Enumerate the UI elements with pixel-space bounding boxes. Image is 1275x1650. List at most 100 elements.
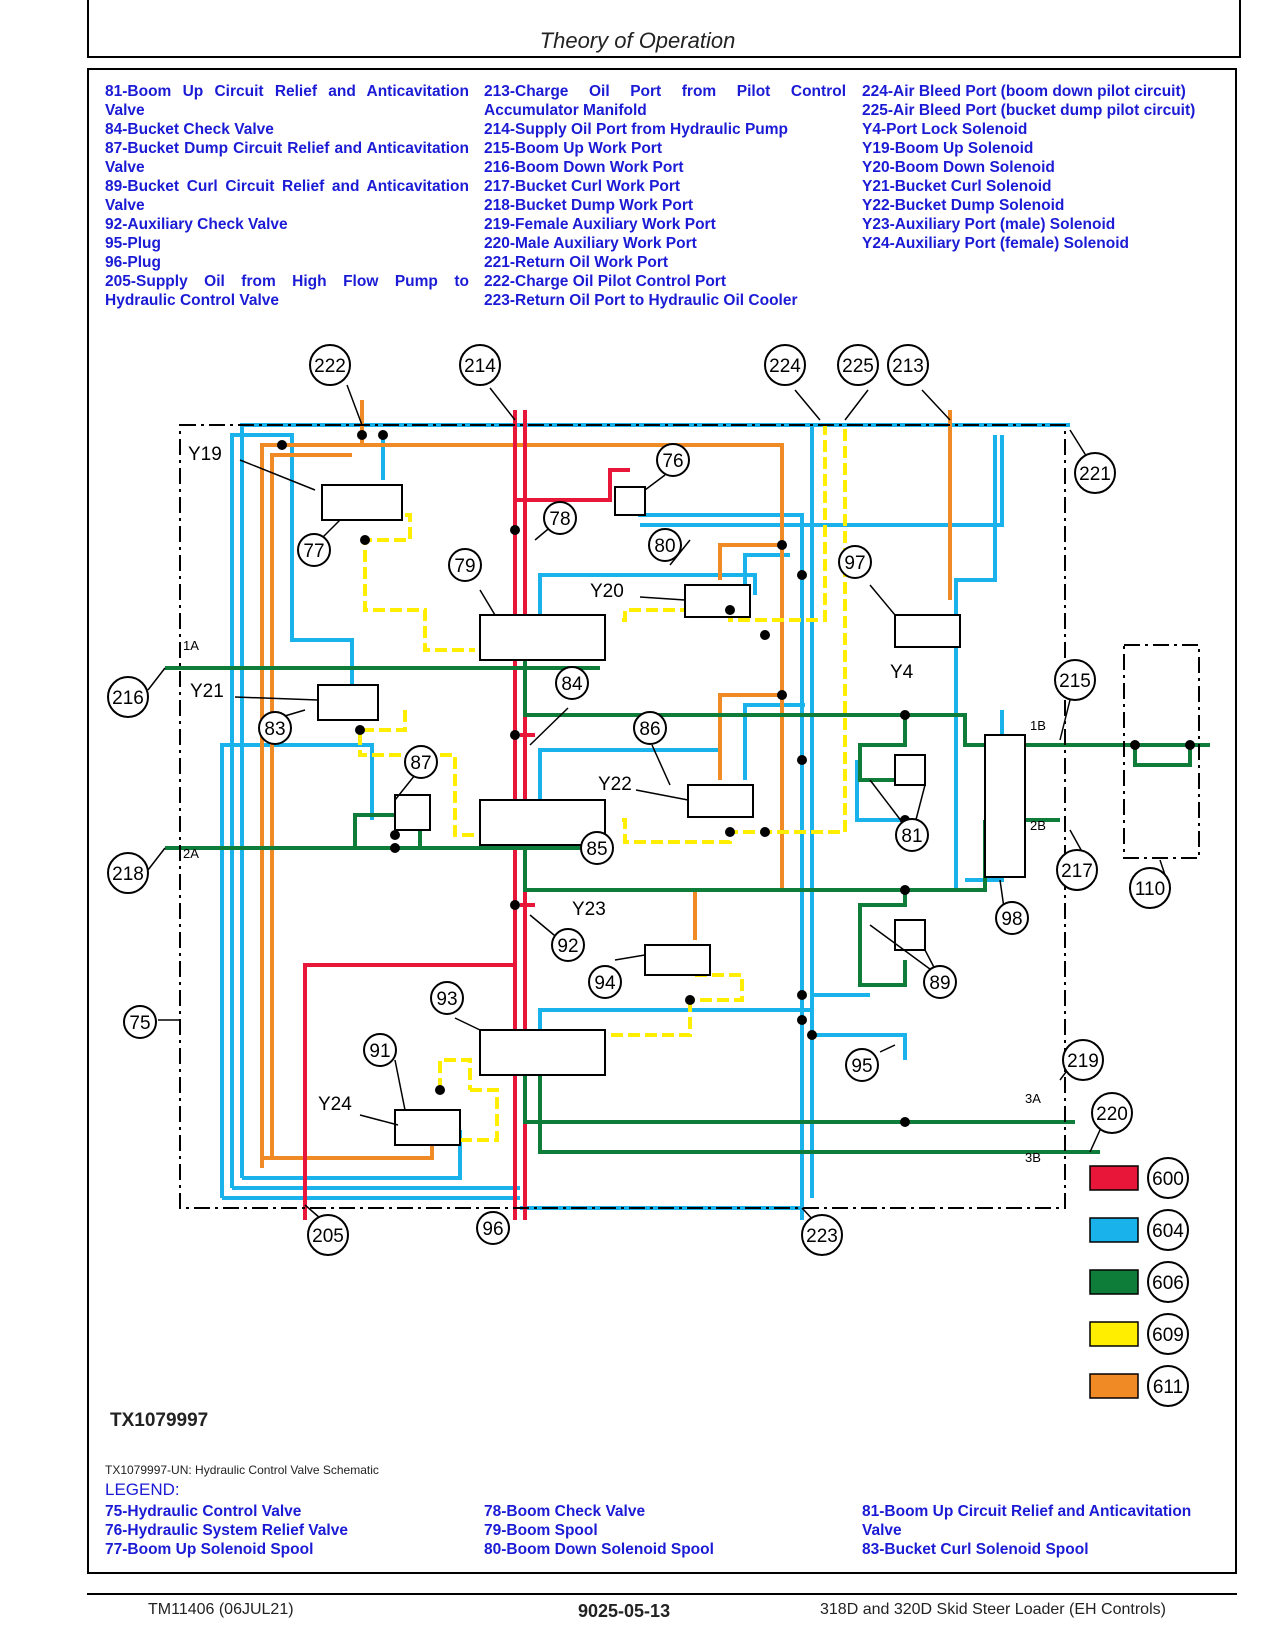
- callout-220: [1091, 1092, 1133, 1134]
- legend-item: Y4-Port Lock Solenoid: [862, 121, 1028, 138]
- callout-110-label: 110: [1135, 879, 1165, 900]
- legend-heading: LEGEND:: [105, 1480, 180, 1499]
- callout-218: [107, 852, 149, 894]
- legend-item: 87-Bucket Dump Circuit Relief and Antica…: [105, 140, 469, 176]
- callout-224: [764, 344, 806, 386]
- callout-89-label: 89: [929, 973, 950, 994]
- callout-214-label: 214: [464, 356, 496, 377]
- callout-79-label: 79: [454, 556, 475, 577]
- label-y21: Y21: [190, 681, 224, 702]
- valve-bodies: [317, 484, 1026, 1146]
- callout-81: [895, 818, 929, 852]
- callout-215-label: 215: [1059, 671, 1091, 692]
- callout-85: [580, 831, 614, 865]
- callout-222-label: 222: [314, 356, 346, 377]
- callout-87: [404, 745, 438, 779]
- label-1a: 1A: [183, 638, 199, 653]
- bottom-legend-column-3: 81-Boom Up Circuit Relief and Anticavita…: [862, 1502, 1232, 1559]
- legend-item: 217-Bucket Curl Work Port: [484, 178, 681, 195]
- legend-column-1: 81-Boom Up Circuit Relief and Anticavita…: [105, 82, 469, 310]
- relief-89: [894, 919, 926, 951]
- callout-214: [459, 344, 501, 386]
- callout-98: [995, 901, 1029, 935]
- callout-87-label: 87: [410, 753, 431, 774]
- legend-item: 92-Auxiliary Check Valve: [105, 216, 288, 233]
- callout-75: [123, 1005, 157, 1039]
- legend-item: 80-Boom Down Solenoid Spool: [484, 1541, 714, 1558]
- legend-item: Y23-Auxiliary Port (male) Solenoid: [862, 216, 1116, 233]
- legend-item: 225-Air Bleed Port (bucket dump pilot ci…: [862, 102, 1196, 119]
- callout-205-label: 205: [312, 1226, 344, 1247]
- legend-item: 81-Boom Up Circuit Relief and Anticavita…: [105, 83, 469, 119]
- callout-215: [1054, 659, 1096, 701]
- color-code-label: 600: [1152, 1169, 1184, 1190]
- callout-92: [551, 928, 585, 962]
- solenoid-labels: Y19 Y20 Y21 Y22 Y23 Y24 Y4: [188, 444, 914, 1115]
- footer-rule: [87, 1593, 1237, 1595]
- legend-item: 215-Boom Up Work Port: [484, 140, 662, 157]
- callout-77: [297, 533, 331, 567]
- label-2b: 2B: [1030, 818, 1046, 833]
- callout-218-label: 218: [112, 864, 144, 885]
- callout-213-label: 213: [892, 356, 924, 377]
- callout-text: 222 214 224 225 213 221 76 78 77 79 80 9…: [112, 356, 1165, 1247]
- label-1b: 1B: [1030, 718, 1046, 733]
- junction-dots: [277, 430, 1195, 1127]
- legend-item: Y19-Boom Up Solenoid: [862, 140, 1034, 157]
- callout-225-label: 225: [842, 356, 874, 377]
- callout-220-label: 220: [1096, 1104, 1128, 1125]
- callout-97-label: 97: [844, 553, 865, 574]
- label-y20: Y20: [590, 581, 624, 602]
- color-code-circle: [1147, 1313, 1189, 1355]
- callout-77-label: 77: [303, 541, 324, 562]
- legend-item: 79-Boom Spool: [484, 1522, 598, 1539]
- spool-86: [687, 784, 754, 818]
- callout-81-label: 81: [901, 826, 922, 847]
- spool-77: [321, 484, 403, 521]
- footer-page-number: 9025-05-13: [578, 1601, 671, 1621]
- color-swatch-604: [1089, 1217, 1139, 1243]
- spool-80: [684, 584, 751, 618]
- valve-98: [984, 734, 1026, 878]
- callout-93: [430, 981, 464, 1015]
- callout-217: [1056, 849, 1098, 891]
- legend-item: 84-Bucket Check Valve: [105, 121, 274, 138]
- callout-86-label: 86: [639, 719, 660, 740]
- callout-221-label: 221: [1079, 464, 1111, 485]
- legend-item: 81-Boom Up Circuit Relief and Anticavita…: [862, 1503, 1192, 1539]
- callout-75-label: 75: [129, 1013, 150, 1034]
- legend-item: 89-Bucket Curl Circuit Relief and Antica…: [105, 178, 469, 214]
- label-y22: Y22: [598, 774, 632, 795]
- cylinder-boundary: [1123, 644, 1200, 859]
- spool-91: [394, 1109, 461, 1146]
- callout-80: [648, 528, 682, 562]
- valve-97: [894, 614, 961, 648]
- figure-caption: TX1079997-UN: Hydraulic Control Valve Sc…: [105, 1463, 379, 1477]
- relief-81: [894, 754, 926, 786]
- header-frame: [87, 0, 1241, 58]
- callout-96: [476, 1211, 510, 1245]
- callout-95: [845, 1048, 879, 1082]
- spool-83: [317, 684, 379, 721]
- pilot-lines: [358, 425, 847, 1142]
- color-swatch-600: [1089, 1165, 1139, 1191]
- color-code-circle: [1147, 1261, 1189, 1303]
- footer-manual-id: TM11406 (06JUL21): [148, 1601, 294, 1618]
- legend-item: 205-Supply Oil from High Flow Pump to Hy…: [105, 273, 469, 309]
- callout-89: [923, 965, 957, 999]
- callout-91: [363, 1033, 397, 1067]
- legend-item: 75-Hydraulic Control Valve: [105, 1503, 302, 1520]
- legend-item: Y24-Auxiliary Port (female) Solenoid: [862, 235, 1130, 252]
- callout-225: [837, 344, 879, 386]
- legend-item: 77-Boom Up Solenoid Spool: [105, 1541, 314, 1558]
- callout-83-label: 83: [264, 719, 285, 740]
- color-code-circle: [1147, 1157, 1189, 1199]
- color-code-label: 609: [1152, 1325, 1184, 1346]
- spool-94: [644, 944, 711, 976]
- figure-id: TX1079997: [110, 1410, 209, 1431]
- callout-84: [555, 666, 589, 700]
- callout-110: [1129, 867, 1171, 909]
